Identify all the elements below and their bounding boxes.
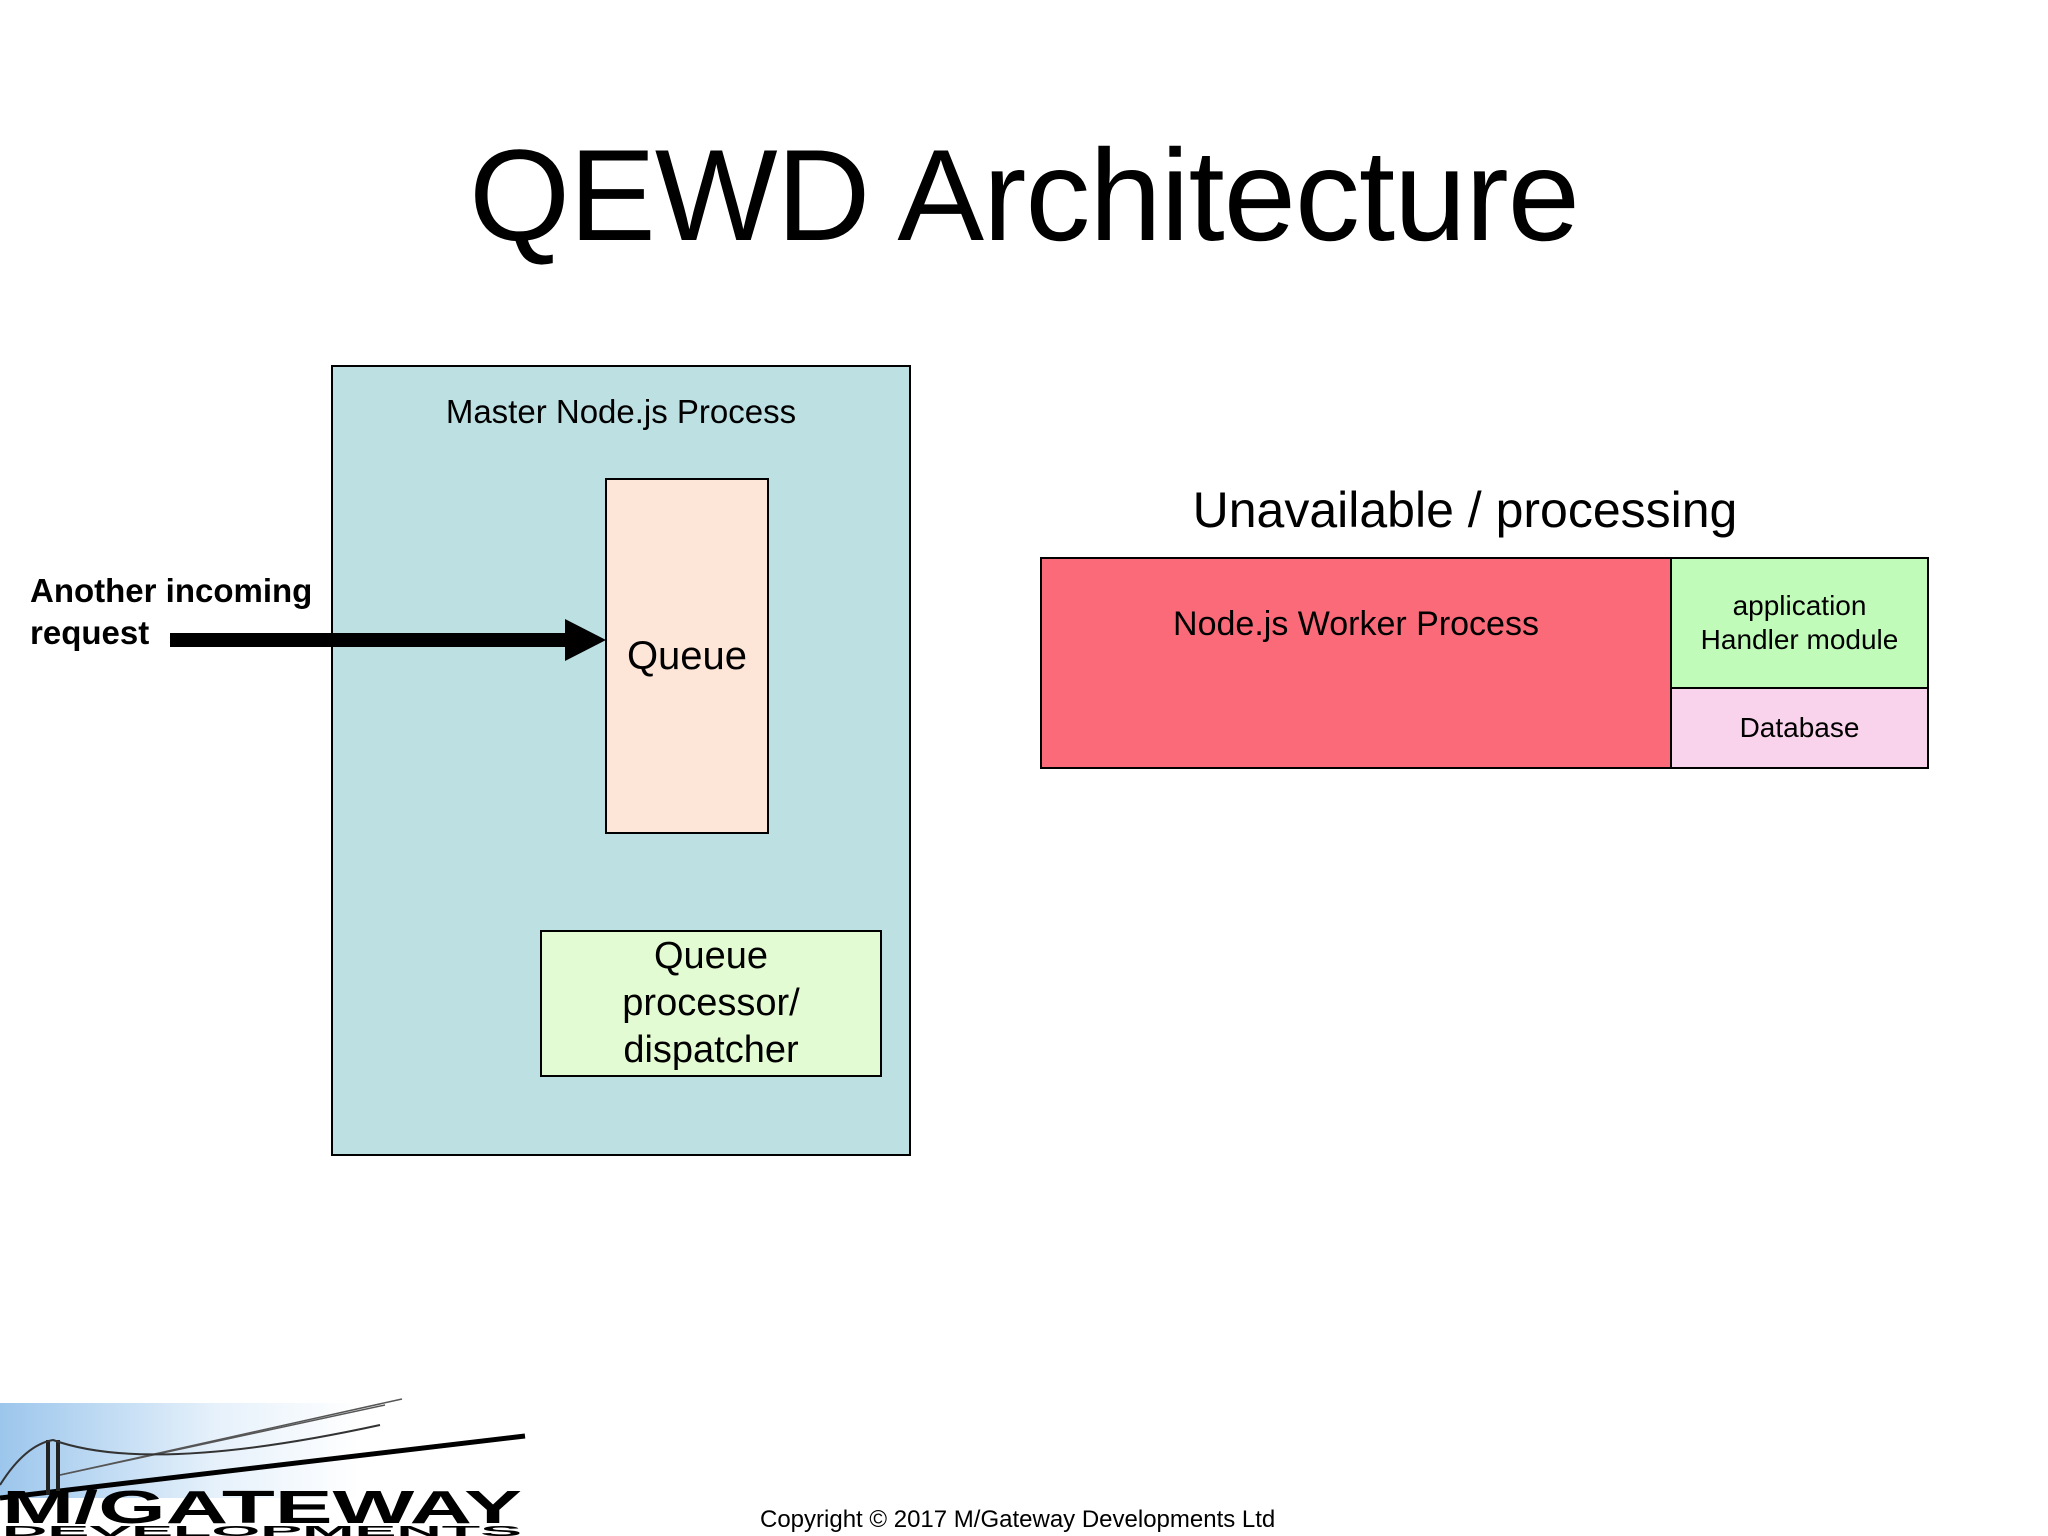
worker-process-label: Node.js Worker Process	[1173, 605, 1539, 643]
incoming-label-line: Another incoming	[30, 572, 313, 609]
database-label: Database	[1739, 712, 1860, 743]
handler-module-box: application Handler module	[1670, 557, 1929, 689]
worker-status-label: Unavailable / processing	[1192, 482, 1738, 538]
database-box: Database	[1670, 687, 1929, 769]
master-process-label: Master Node.js Process	[445, 393, 797, 430]
slide-title: QEWD Architecture	[469, 122, 1580, 268]
logo-subtitle: DEVELOPMENTS	[2, 1523, 522, 1536]
request-arrow	[170, 619, 606, 661]
queue-dispatcher-box: Queue processor/ dispatcher	[540, 930, 882, 1077]
mgateway-logo: M/GATEWAY DEVELOPMENTS	[0, 1398, 526, 1536]
dispatcher-label-line: dispatcher	[623, 1029, 799, 1071]
incoming-request-label: Another incoming request	[30, 570, 312, 654]
dispatcher-label-line: Queue	[653, 935, 769, 977]
worker-process-box	[1040, 557, 1672, 769]
handler-label-line: Handler module	[1700, 624, 1899, 655]
incoming-label-line: request	[30, 614, 150, 651]
queue-label: Queue	[626, 633, 748, 678]
copyright-text: Copyright © 2017 M/Gateway Developments …	[760, 1506, 1276, 1533]
logo-wordmark: M/GATEWAY	[2, 1481, 522, 1533]
dispatcher-label-line: processor/	[622, 982, 800, 1024]
queue-box: Queue	[605, 478, 769, 834]
handler-label-line: application	[1732, 590, 1867, 621]
